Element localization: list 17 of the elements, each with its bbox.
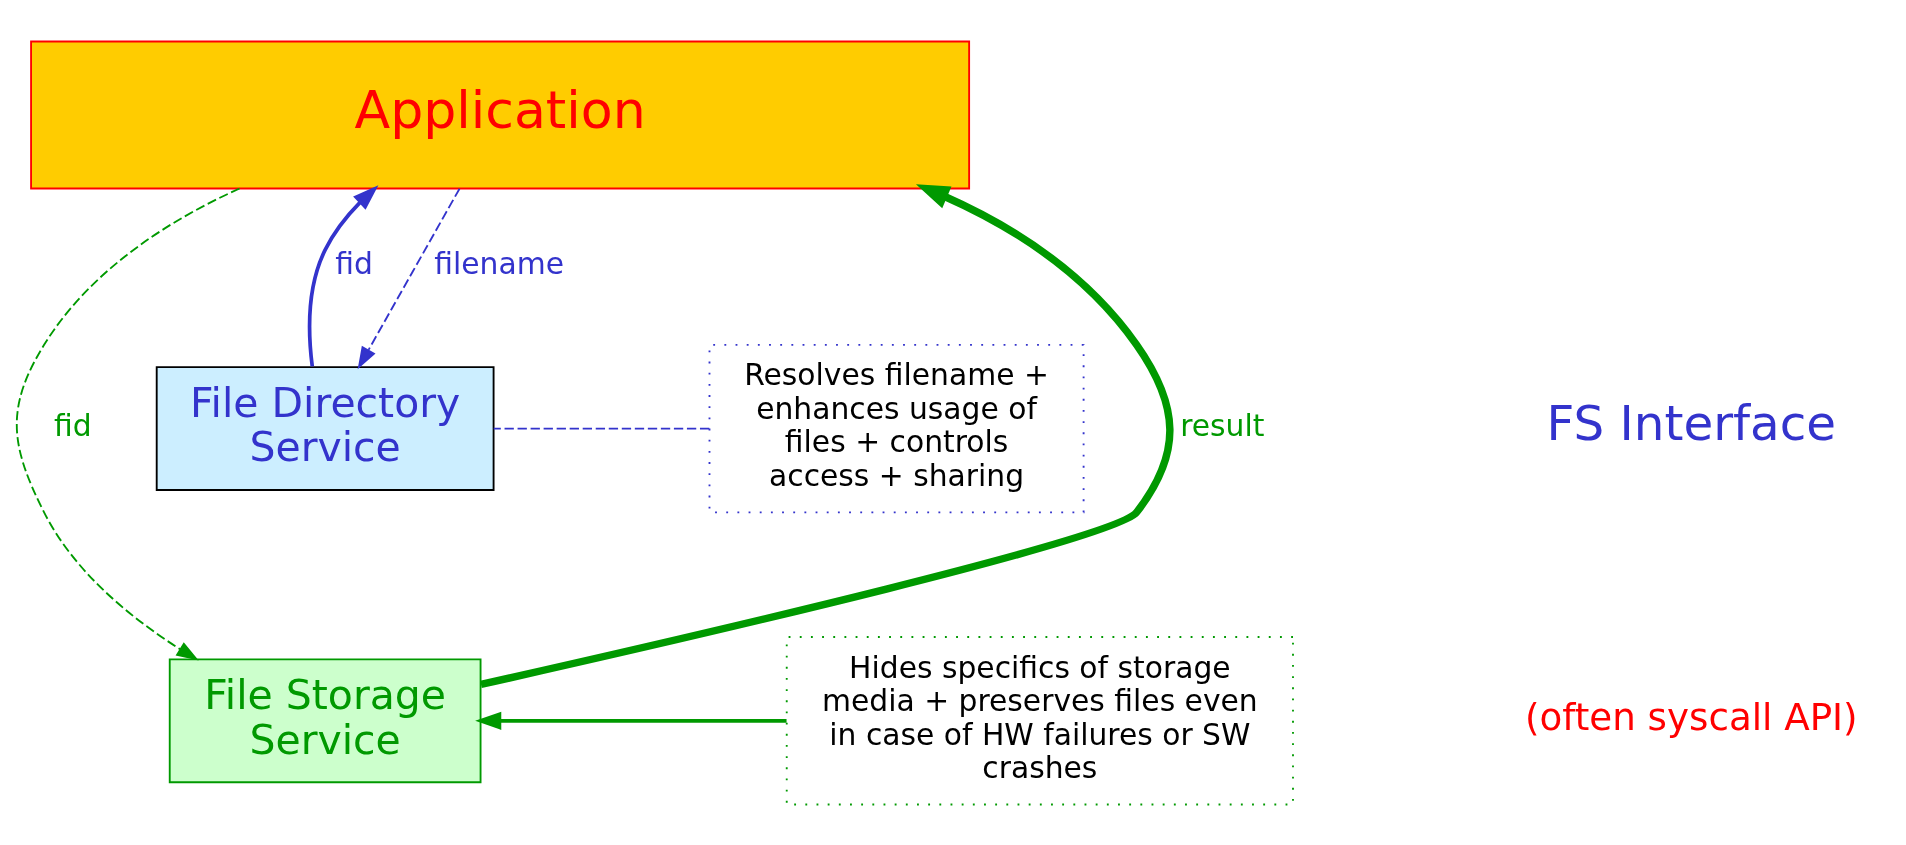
node-box: Application [30, 40, 971, 189]
edge-label: filename [434, 245, 565, 281]
edge-label: fid [54, 407, 92, 443]
label: FS Interface [1546, 394, 1837, 451]
arrow [480, 183, 1174, 688]
edge-label: fid [335, 245, 373, 281]
label: (often syscall API) [1524, 694, 1858, 739]
node-box: File Storage Service [168, 657, 482, 783]
arrow [15, 187, 241, 661]
connector [492, 427, 711, 429]
arrow [307, 184, 379, 367]
node-box: Hides specifics of storage media + preserves files even in case of HW failures or SW crashes [785, 635, 1294, 805]
edge-label: result [1180, 407, 1265, 443]
arrow [475, 711, 787, 730]
node-box: Resolves filename + enhances usage of files + controls access + sharing [708, 343, 1085, 513]
arrow [357, 187, 461, 369]
node-box: File Directory Service [155, 365, 495, 491]
